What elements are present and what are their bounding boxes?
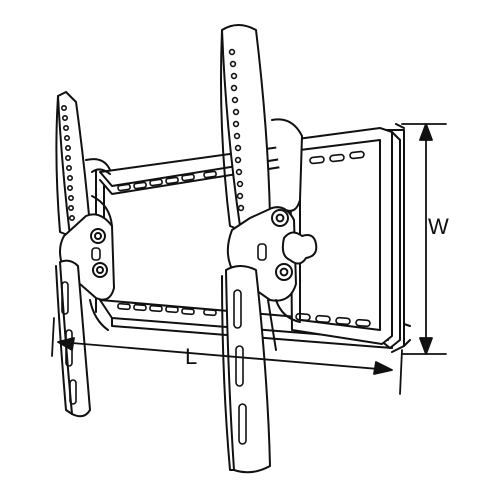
dimension-w-label: W: [428, 214, 449, 239]
tilt-knob: [281, 231, 318, 265]
dimension-l-arrow: [51, 317, 403, 395]
right-box-bottom-slots: [295, 312, 371, 328]
right-box-top-slots: [309, 150, 365, 165]
left-bracket-arm: [55, 91, 115, 418]
bottom-rail-slots: [117, 302, 217, 317]
left-arm-holes: [60, 105, 76, 222]
right-arm-holes: [228, 48, 245, 212]
dimension-l-label: L: [185, 344, 198, 369]
dimension-w-arrow: [401, 123, 447, 355]
top-rail-slots: [117, 170, 217, 192]
right-bracket-arm: [220, 24, 318, 474]
